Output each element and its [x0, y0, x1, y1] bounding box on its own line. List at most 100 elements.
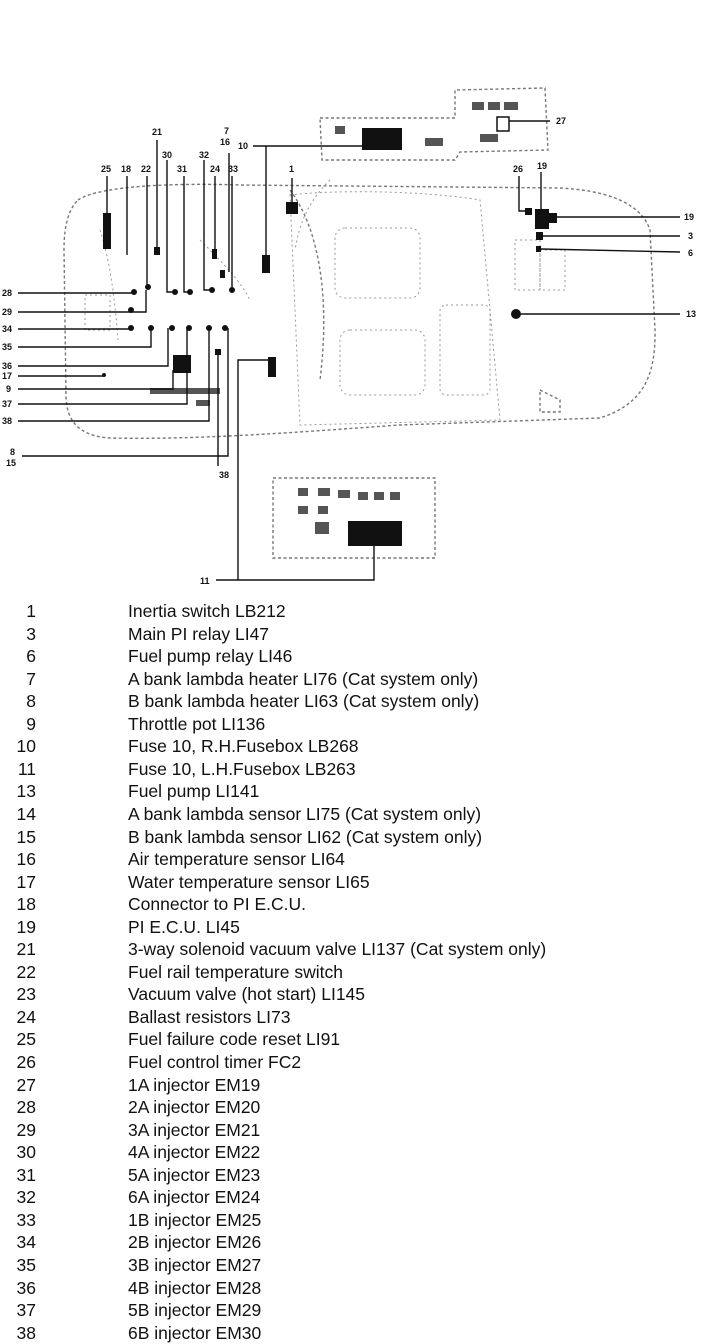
- legend-number: 1: [26, 601, 36, 621]
- callout-labels: 21 7 16 10 30 32 1 25 18 22 31 24 33 26 …: [2, 116, 696, 586]
- callout-33: 34: [2, 324, 12, 334]
- callout-31: 32: [199, 150, 209, 160]
- legend-row: 10 Fuse 10, R.H.Fusebox LB268: [0, 735, 704, 757]
- legend-number: 27: [16, 1074, 36, 1095]
- legend-row: 9 Throttle pot LI136: [0, 713, 704, 735]
- legend-description: A bank lambda heater LI76 (Cat system on…: [128, 668, 479, 689]
- legend-number: 37: [16, 1300, 36, 1321]
- legend-number: 36: [16, 1277, 36, 1298]
- legend-description: 1B injector EM25: [128, 1209, 262, 1230]
- callout-25: 26: [513, 164, 523, 174]
- legend-description: Fuel rail temperature switch: [128, 961, 343, 982]
- legend-description: Fuel failure code reset LI91: [128, 1029, 341, 1050]
- legend-description: Fuse 10, L.H.Fusebox LB263: [128, 758, 356, 779]
- legend-number: 33: [16, 1209, 36, 1230]
- legend-row: 6 Fuel pump relay LI46: [0, 645, 704, 667]
- legend-row: 37 5B injector EM29: [0, 1299, 704, 1321]
- callout-15: 15: [6, 458, 16, 468]
- callout-28: 29: [2, 307, 12, 317]
- callout-10: 10: [238, 141, 248, 151]
- legend-number: 31: [16, 1164, 36, 1185]
- legend-number: 24: [16, 1006, 36, 1027]
- legend-row: 25 Fuel failure code reset LI91: [0, 1028, 704, 1050]
- legend-row: 3 Main PI relay LI47: [0, 623, 704, 645]
- callout-32: 33: [228, 164, 238, 174]
- legend-number: 22: [16, 961, 36, 982]
- callout-6: 6: [688, 248, 693, 258]
- legend-description: 3A injector EM21: [128, 1119, 261, 1140]
- callout-16: 17: [2, 371, 12, 381]
- legend-number: 17: [16, 871, 36, 892]
- legend-number: 35: [16, 1254, 36, 1275]
- callout-38: 38: [219, 470, 229, 480]
- legend-description: Fuel control timer FC2: [128, 1052, 302, 1072]
- legend-number: 10: [16, 736, 36, 757]
- callout-7: 7: [224, 126, 229, 136]
- legend-number: 3: [26, 623, 36, 644]
- legend-row: 26 Fuel control timer FC2: [0, 1051, 704, 1073]
- callout-14: 16: [220, 137, 230, 147]
- legend-number: 9: [26, 713, 36, 734]
- legend-row: 13 Fuel pump LI141: [0, 780, 704, 802]
- components: [102, 202, 557, 406]
- callout-26: 27: [556, 116, 566, 126]
- callout-22: 22: [141, 164, 151, 174]
- legend-description: A bank lambda sensor LI75 (Cat system on…: [128, 803, 482, 824]
- legend-description: Fuel pump LI141: [128, 781, 260, 802]
- legend-number: 28: [16, 1097, 36, 1118]
- legend-description: 3B injector EM27: [128, 1254, 262, 1275]
- legend-description: Fuse 10, R.H.Fusebox LB268: [128, 736, 359, 757]
- legend-description: Air temperature sensor LI64: [128, 849, 345, 870]
- legend-description: Fuel pump relay LI46: [128, 646, 293, 667]
- legend-number: 23: [16, 984, 36, 1005]
- legend-number: 29: [16, 1119, 36, 1140]
- legend-row: 7 A bank lambda heater LI76 (Cat system o…: [0, 668, 704, 690]
- legend-row: 22 Fuel rail temperature switch: [0, 961, 704, 983]
- callout-1: 1: [289, 164, 294, 174]
- legend-description: Main PI relay LI47: [128, 623, 270, 644]
- legend-description: Water temperature sensor LI65: [128, 871, 370, 892]
- legend-number: 32: [16, 1187, 36, 1208]
- legend-description: Throttle pot LI136: [128, 713, 266, 734]
- callout-29: 30: [162, 150, 172, 160]
- legend-row: 17 Water temperature sensor LI65: [0, 871, 704, 893]
- callout-36: 37: [2, 399, 12, 409]
- callout-3: 3: [688, 231, 693, 241]
- legend-description: 2B injector EM26: [128, 1232, 262, 1253]
- legend-number: 8: [26, 691, 36, 712]
- legend-description: 1A injector EM19: [128, 1074, 261, 1095]
- legend-number: 25: [16, 1029, 36, 1050]
- legend-description: Connector to PI E.C.U.: [128, 894, 306, 915]
- callout-9: 9: [6, 384, 11, 394]
- legend-number: 26: [16, 1052, 36, 1072]
- legend-description: PI E.C.U. LI45: [128, 916, 240, 937]
- legend-row: 35 3B injector EM27: [0, 1254, 704, 1276]
- legend-row: 14 A bank lambda sensor LI75 (Cat system …: [0, 803, 704, 825]
- callout-34: 35: [2, 342, 12, 352]
- legend-number: 13: [16, 781, 36, 802]
- legend-description: B bank lambda heater LI63 (Cat system on…: [128, 691, 480, 712]
- legend-number: 6: [26, 646, 36, 667]
- legend-row: 33 1B injector EM25: [0, 1209, 704, 1231]
- legend-number: 15: [16, 826, 36, 847]
- callout-17: 18: [121, 164, 131, 174]
- legend-number: 14: [16, 803, 36, 824]
- callout-11: 11: [200, 576, 210, 586]
- legend-row: 27 1A injector EM19: [0, 1074, 704, 1096]
- legend-row: 29 3A injector EM21: [0, 1119, 704, 1141]
- legend-number: 7: [26, 668, 36, 689]
- legend-description: 5B injector EM29: [128, 1300, 262, 1321]
